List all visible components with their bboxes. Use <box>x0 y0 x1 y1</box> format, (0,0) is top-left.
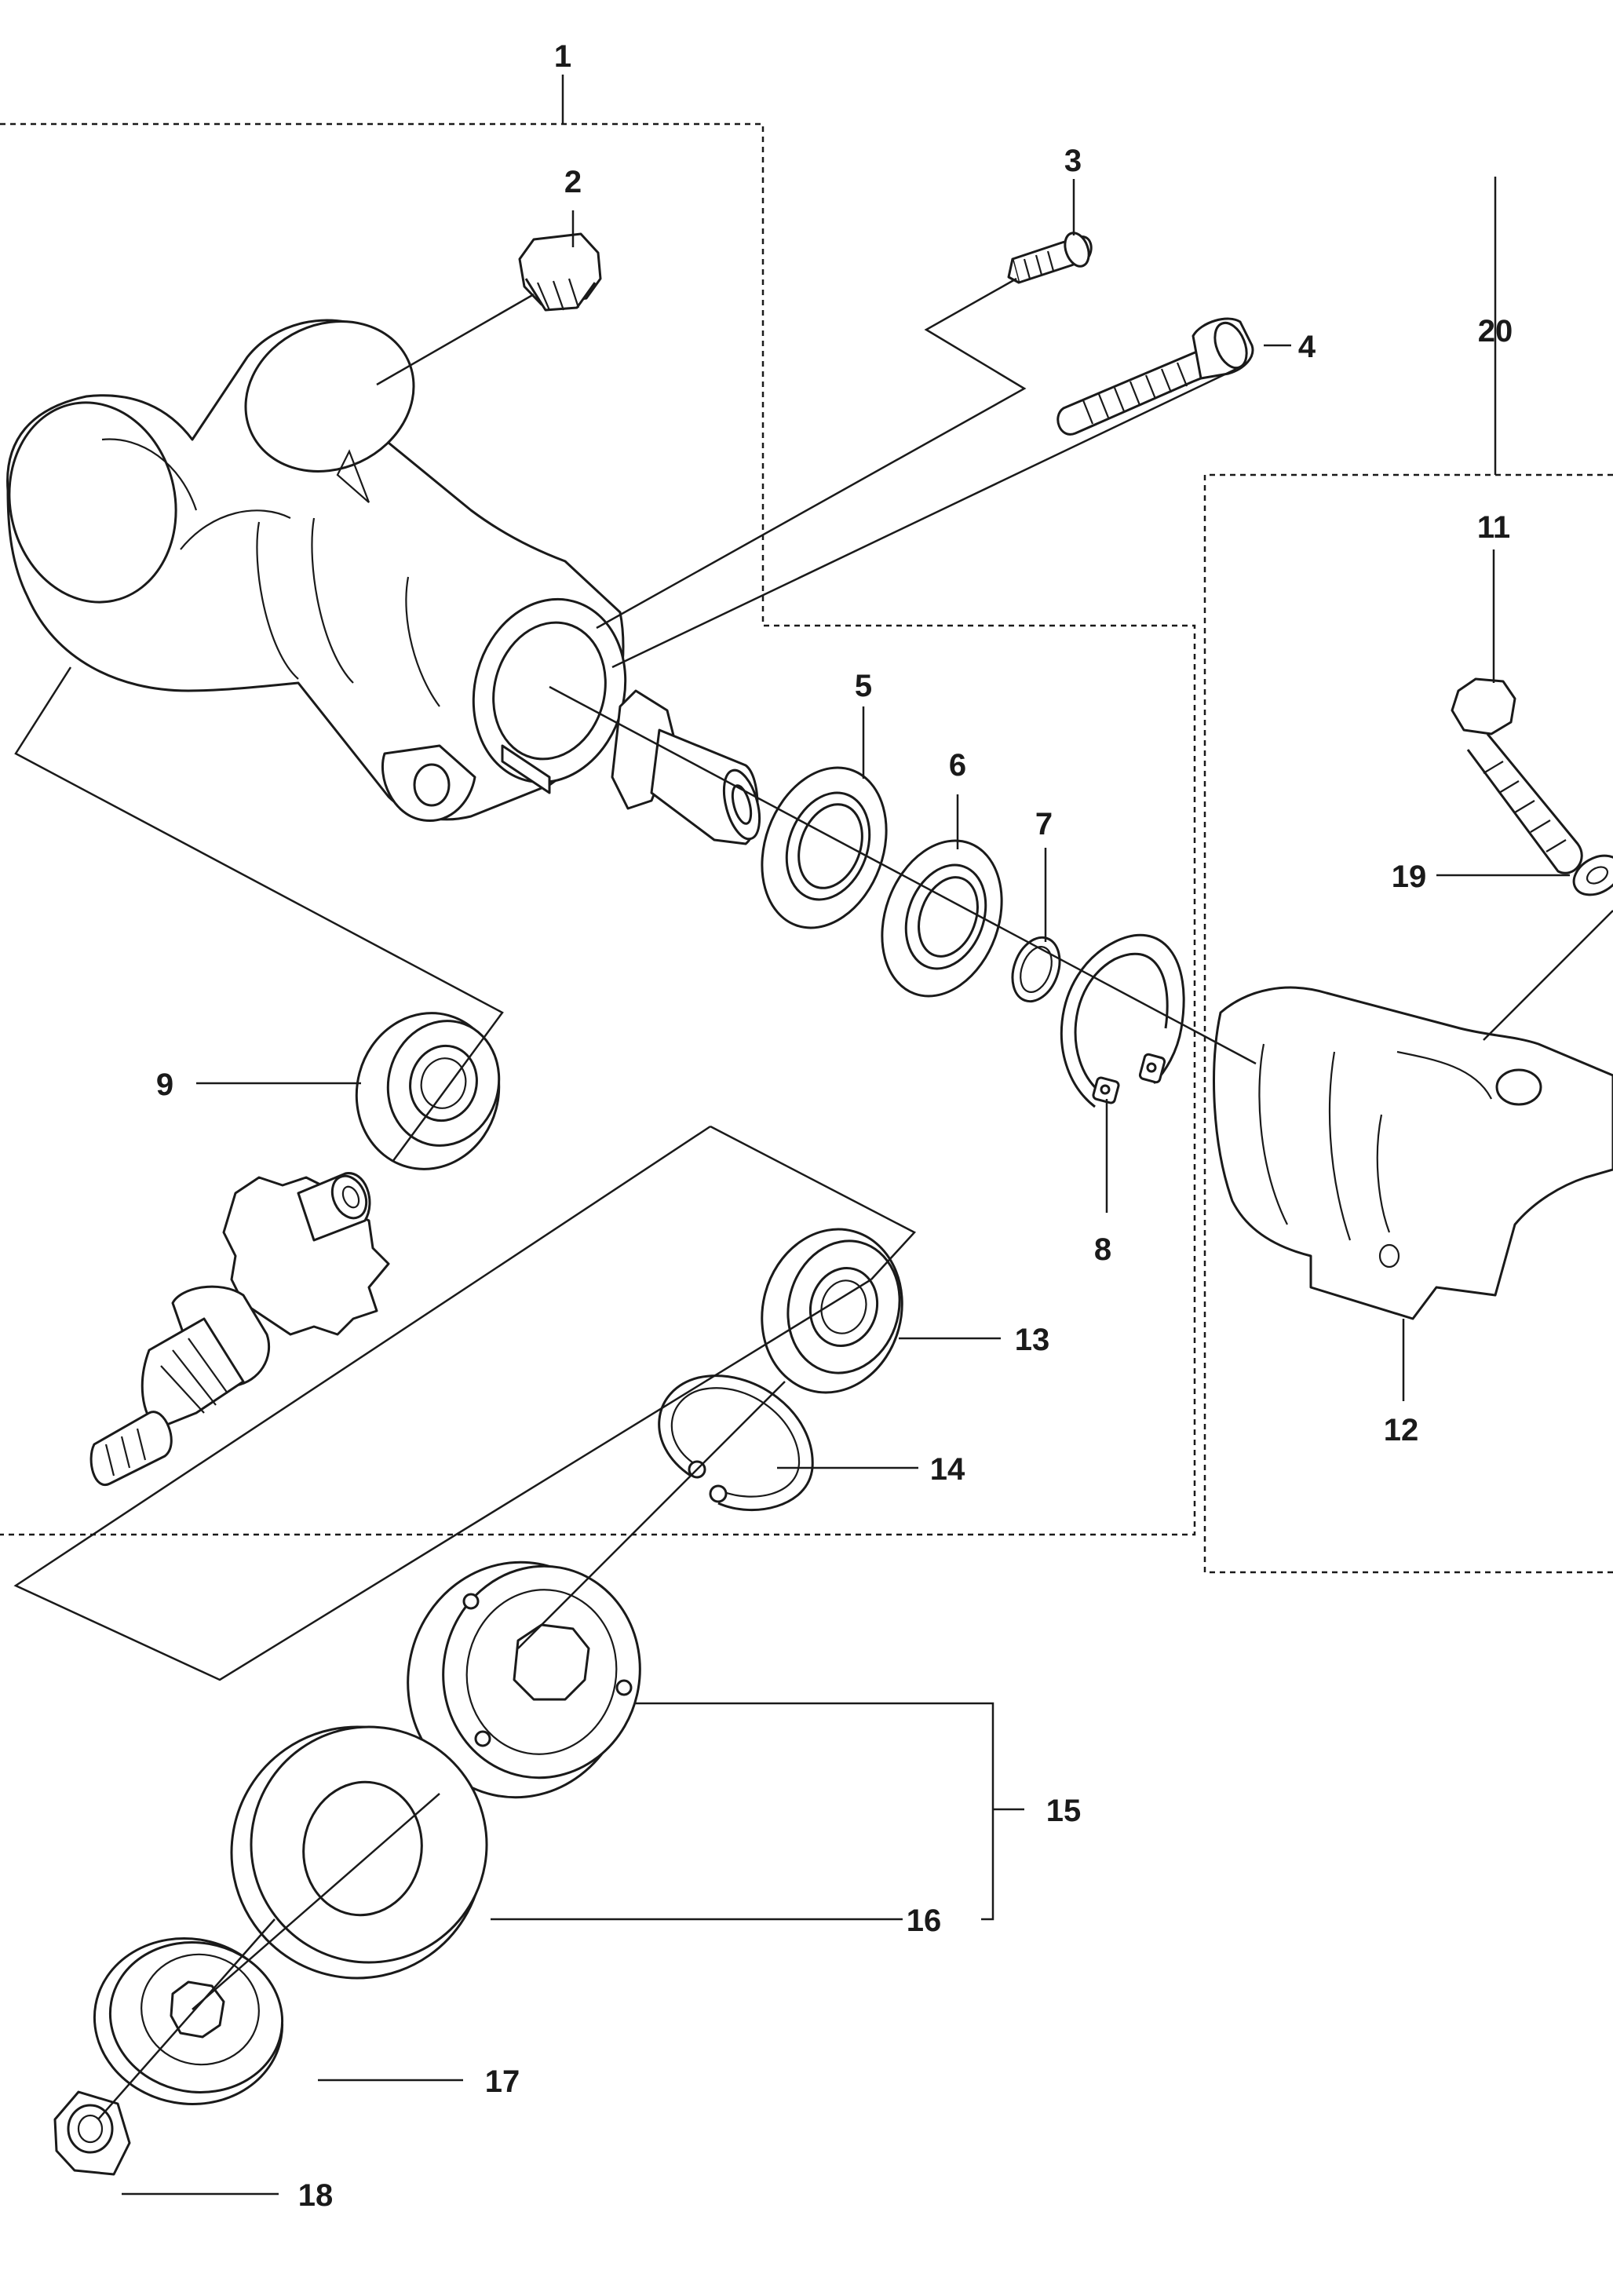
callout-12: 12 <box>1384 1413 1419 1447</box>
callout-15: 15 <box>1046 1794 1082 1828</box>
bevel-pinion-icon <box>611 689 761 845</box>
ball-bearing-icon <box>761 1228 903 1394</box>
gear-housing-assembly-icon <box>6 319 627 823</box>
lock-washer-icon <box>1572 854 1613 896</box>
callout-20: 20 <box>1478 314 1513 349</box>
callout-16: 16 <box>907 1904 942 1938</box>
support-flange-icon <box>230 1725 488 1980</box>
screw-icon <box>1007 232 1093 284</box>
blade-guard-icon <box>1213 986 1613 1320</box>
callout-11: 11 <box>1477 510 1510 545</box>
nut-icon <box>53 2090 131 2176</box>
callout-7: 7 <box>1035 807 1053 841</box>
callout-14: 14 <box>930 1452 965 1487</box>
plug-screw-icon <box>518 232 602 312</box>
bracket-group-icon <box>407 1560 641 1799</box>
callout-labels: 1 2 3 4 5 6 7 8 9 11 12 13 14 15 16 17 1… <box>156 39 1513 2213</box>
callout-8: 8 <box>1094 1232 1111 1267</box>
washer-icon <box>93 1937 284 2105</box>
hex-bolt-icon <box>1451 677 1583 874</box>
callout-9: 9 <box>156 1068 173 1102</box>
callout-13: 13 <box>1015 1323 1050 1357</box>
retaining-ring-icon <box>1011 936 1061 1003</box>
callout-1: 1 <box>554 39 571 74</box>
assembly-20-boundary <box>1203 473 1613 1574</box>
ball-bearing-icon <box>355 1012 501 1170</box>
ball-bearing-icon <box>881 839 1003 998</box>
callout-2: 2 <box>564 165 582 199</box>
callout-18: 18 <box>298 2178 334 2213</box>
callout-4: 4 <box>1298 330 1316 364</box>
callout-5: 5 <box>855 669 872 703</box>
callout-19: 19 <box>1392 860 1427 894</box>
callout-6: 6 <box>949 748 966 783</box>
leader-lines <box>13 75 1613 2196</box>
gear-shaft-icon <box>89 1172 390 1487</box>
ball-bearing-icon <box>761 766 888 929</box>
assembly-1-boundary <box>0 122 1196 1536</box>
callout-17: 17 <box>485 2064 520 2099</box>
circlip-icon <box>1060 933 1185 1108</box>
long-screw-icon <box>1056 317 1254 436</box>
callout-3: 3 <box>1064 144 1082 178</box>
